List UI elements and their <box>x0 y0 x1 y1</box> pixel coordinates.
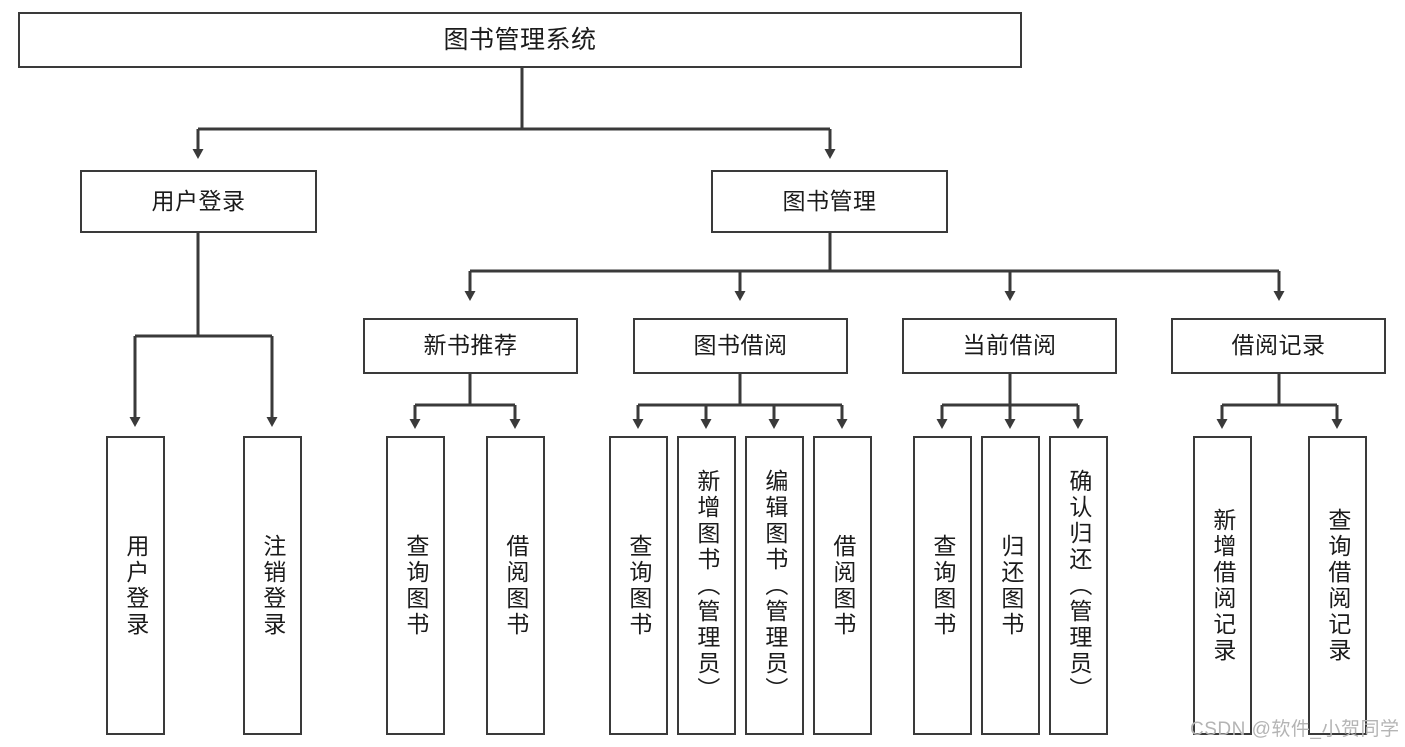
leaf-current-borrow-return[interactable]: 归还图书 <box>981 436 1040 735</box>
node-borrow-record[interactable]: 借阅记录 <box>1171 318 1386 374</box>
node-root-label: 图书管理系统 <box>443 26 597 54</box>
leaf-user-login-login[interactable]: 用户登录 <box>106 436 165 735</box>
leaf-new-book-query-label: 查询图书 <box>402 533 429 638</box>
leaf-new-book-borrow[interactable]: 借阅图书 <box>486 436 545 735</box>
leaf-current-borrow-confirm-return-label: 确认归还（管理员） <box>1065 468 1092 703</box>
leaf-user-login-logout-label: 注销登录 <box>259 533 286 638</box>
leaf-current-borrow-query-label: 查询图书 <box>929 533 956 638</box>
node-book-management-label: 图书管理 <box>782 187 877 214</box>
node-user-login[interactable]: 用户登录 <box>80 170 317 233</box>
node-root-book-management-system[interactable]: 图书管理系统 <box>18 12 1022 68</box>
leaf-borrow-record-add[interactable]: 新增借阅记录 <box>1193 436 1252 735</box>
node-book-borrow-label: 图书借阅 <box>693 332 788 359</box>
node-book-borrow[interactable]: 图书借阅 <box>633 318 848 374</box>
leaf-current-borrow-query[interactable]: 查询图书 <box>913 436 972 735</box>
leaf-user-login-logout[interactable]: 注销登录 <box>243 436 302 735</box>
leaf-book-borrow-query-label: 查询图书 <box>625 533 652 638</box>
node-user-login-label: 用户登录 <box>151 187 246 214</box>
node-book-management[interactable]: 图书管理 <box>711 170 948 233</box>
leaf-new-book-query[interactable]: 查询图书 <box>386 436 445 735</box>
leaf-borrow-record-query-label: 查询借阅记录 <box>1324 507 1351 664</box>
watermark-text: CSDN @软件_小贺同学 <box>1190 719 1400 740</box>
leaf-borrow-record-add-label: 新增借阅记录 <box>1209 507 1236 664</box>
leaf-book-borrow-add[interactable]: 新增图书（管理员） <box>677 436 736 735</box>
node-current-borrow[interactable]: 当前借阅 <box>902 318 1117 374</box>
leaf-borrow-record-query[interactable]: 查询借阅记录 <box>1308 436 1367 735</box>
leaf-book-borrow-query[interactable]: 查询图书 <box>609 436 668 735</box>
node-new-book-recommend-label: 新书推荐 <box>423 332 518 359</box>
leaf-book-borrow-edit-label: 编辑图书（管理员） <box>761 468 788 703</box>
leaf-new-book-borrow-label: 借阅图书 <box>502 533 529 638</box>
node-current-borrow-label: 当前借阅 <box>962 332 1057 359</box>
leaf-book-borrow-add-label: 新增图书（管理员） <box>693 468 720 703</box>
node-borrow-record-label: 借阅记录 <box>1231 332 1326 359</box>
node-new-book-recommend[interactable]: 新书推荐 <box>363 318 578 374</box>
leaf-book-borrow-borrow-label: 借阅图书 <box>829 533 856 638</box>
leaf-book-borrow-borrow[interactable]: 借阅图书 <box>813 436 872 735</box>
leaf-book-borrow-edit[interactable]: 编辑图书（管理员） <box>745 436 804 735</box>
leaf-current-borrow-confirm-return[interactable]: 确认归还（管理员） <box>1049 436 1108 735</box>
leaf-user-login-login-label: 用户登录 <box>122 533 149 638</box>
leaf-current-borrow-return-label: 归还图书 <box>997 533 1024 638</box>
